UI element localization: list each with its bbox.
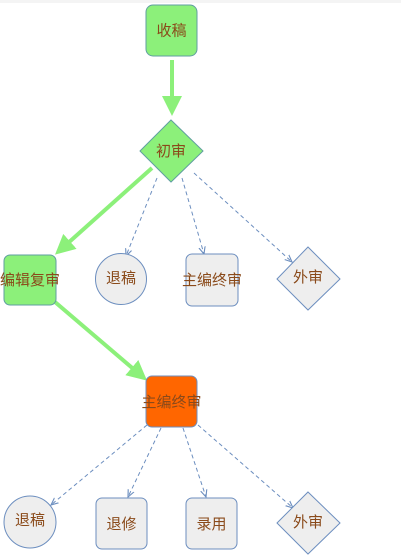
node-reject-1-label: 退稿 (106, 269, 136, 287)
node-accept[interactable]: 录用 (185, 497, 238, 550)
edge-editor-review-to-chief-final (53, 300, 148, 381)
node-first-review-label: 初审 (156, 142, 186, 160)
edges (51, 60, 293, 508)
node-editor-review[interactable]: 编辑复审 (0, 254, 60, 306)
node-external-2[interactable]: 外审 (276, 491, 341, 555)
node-chief-final-current-label: 主编终审 (141, 393, 201, 411)
node-external-2-label: 外审 (293, 513, 323, 531)
node-reject-2[interactable]: 退稿 (3, 495, 57, 549)
node-accept-label: 录用 (196, 515, 226, 533)
node-receive[interactable]: 收稿 (145, 4, 198, 57)
edge-chief-final-to-revise (128, 427, 162, 497)
nodes: 收稿 初审 编辑复审 退稿 主编终审 (0, 4, 341, 555)
top-divider (0, 0, 401, 3)
node-chief-final-1-label: 主编终审 (182, 271, 242, 289)
edge-first-review-to-chief-final (181, 177, 204, 254)
node-chief-final-current[interactable]: 主编终审 (141, 375, 202, 428)
node-external-1-label: 外审 (293, 268, 323, 286)
node-reject-2-label: 退稿 (15, 511, 45, 529)
edge-first-review-to-editor-review (55, 166, 154, 255)
node-reject-1[interactable]: 退稿 (95, 253, 147, 305)
node-external-1[interactable]: 外审 (276, 246, 341, 311)
node-first-review[interactable]: 初审 (139, 119, 204, 183)
node-chief-final-1[interactable]: 主编终审 (182, 253, 242, 307)
edge-chief-final-to-reject (51, 424, 148, 505)
node-receive-label: 收稿 (156, 22, 186, 40)
node-revise-label: 退修 (106, 515, 136, 533)
node-revise[interactable]: 退修 (95, 497, 148, 550)
node-editor-review-label: 编辑复审 (0, 271, 60, 289)
edge-first-review-to-external (193, 172, 292, 262)
edge-chief-final-to-external (197, 424, 293, 508)
edge-chief-final-to-accept (182, 427, 206, 497)
